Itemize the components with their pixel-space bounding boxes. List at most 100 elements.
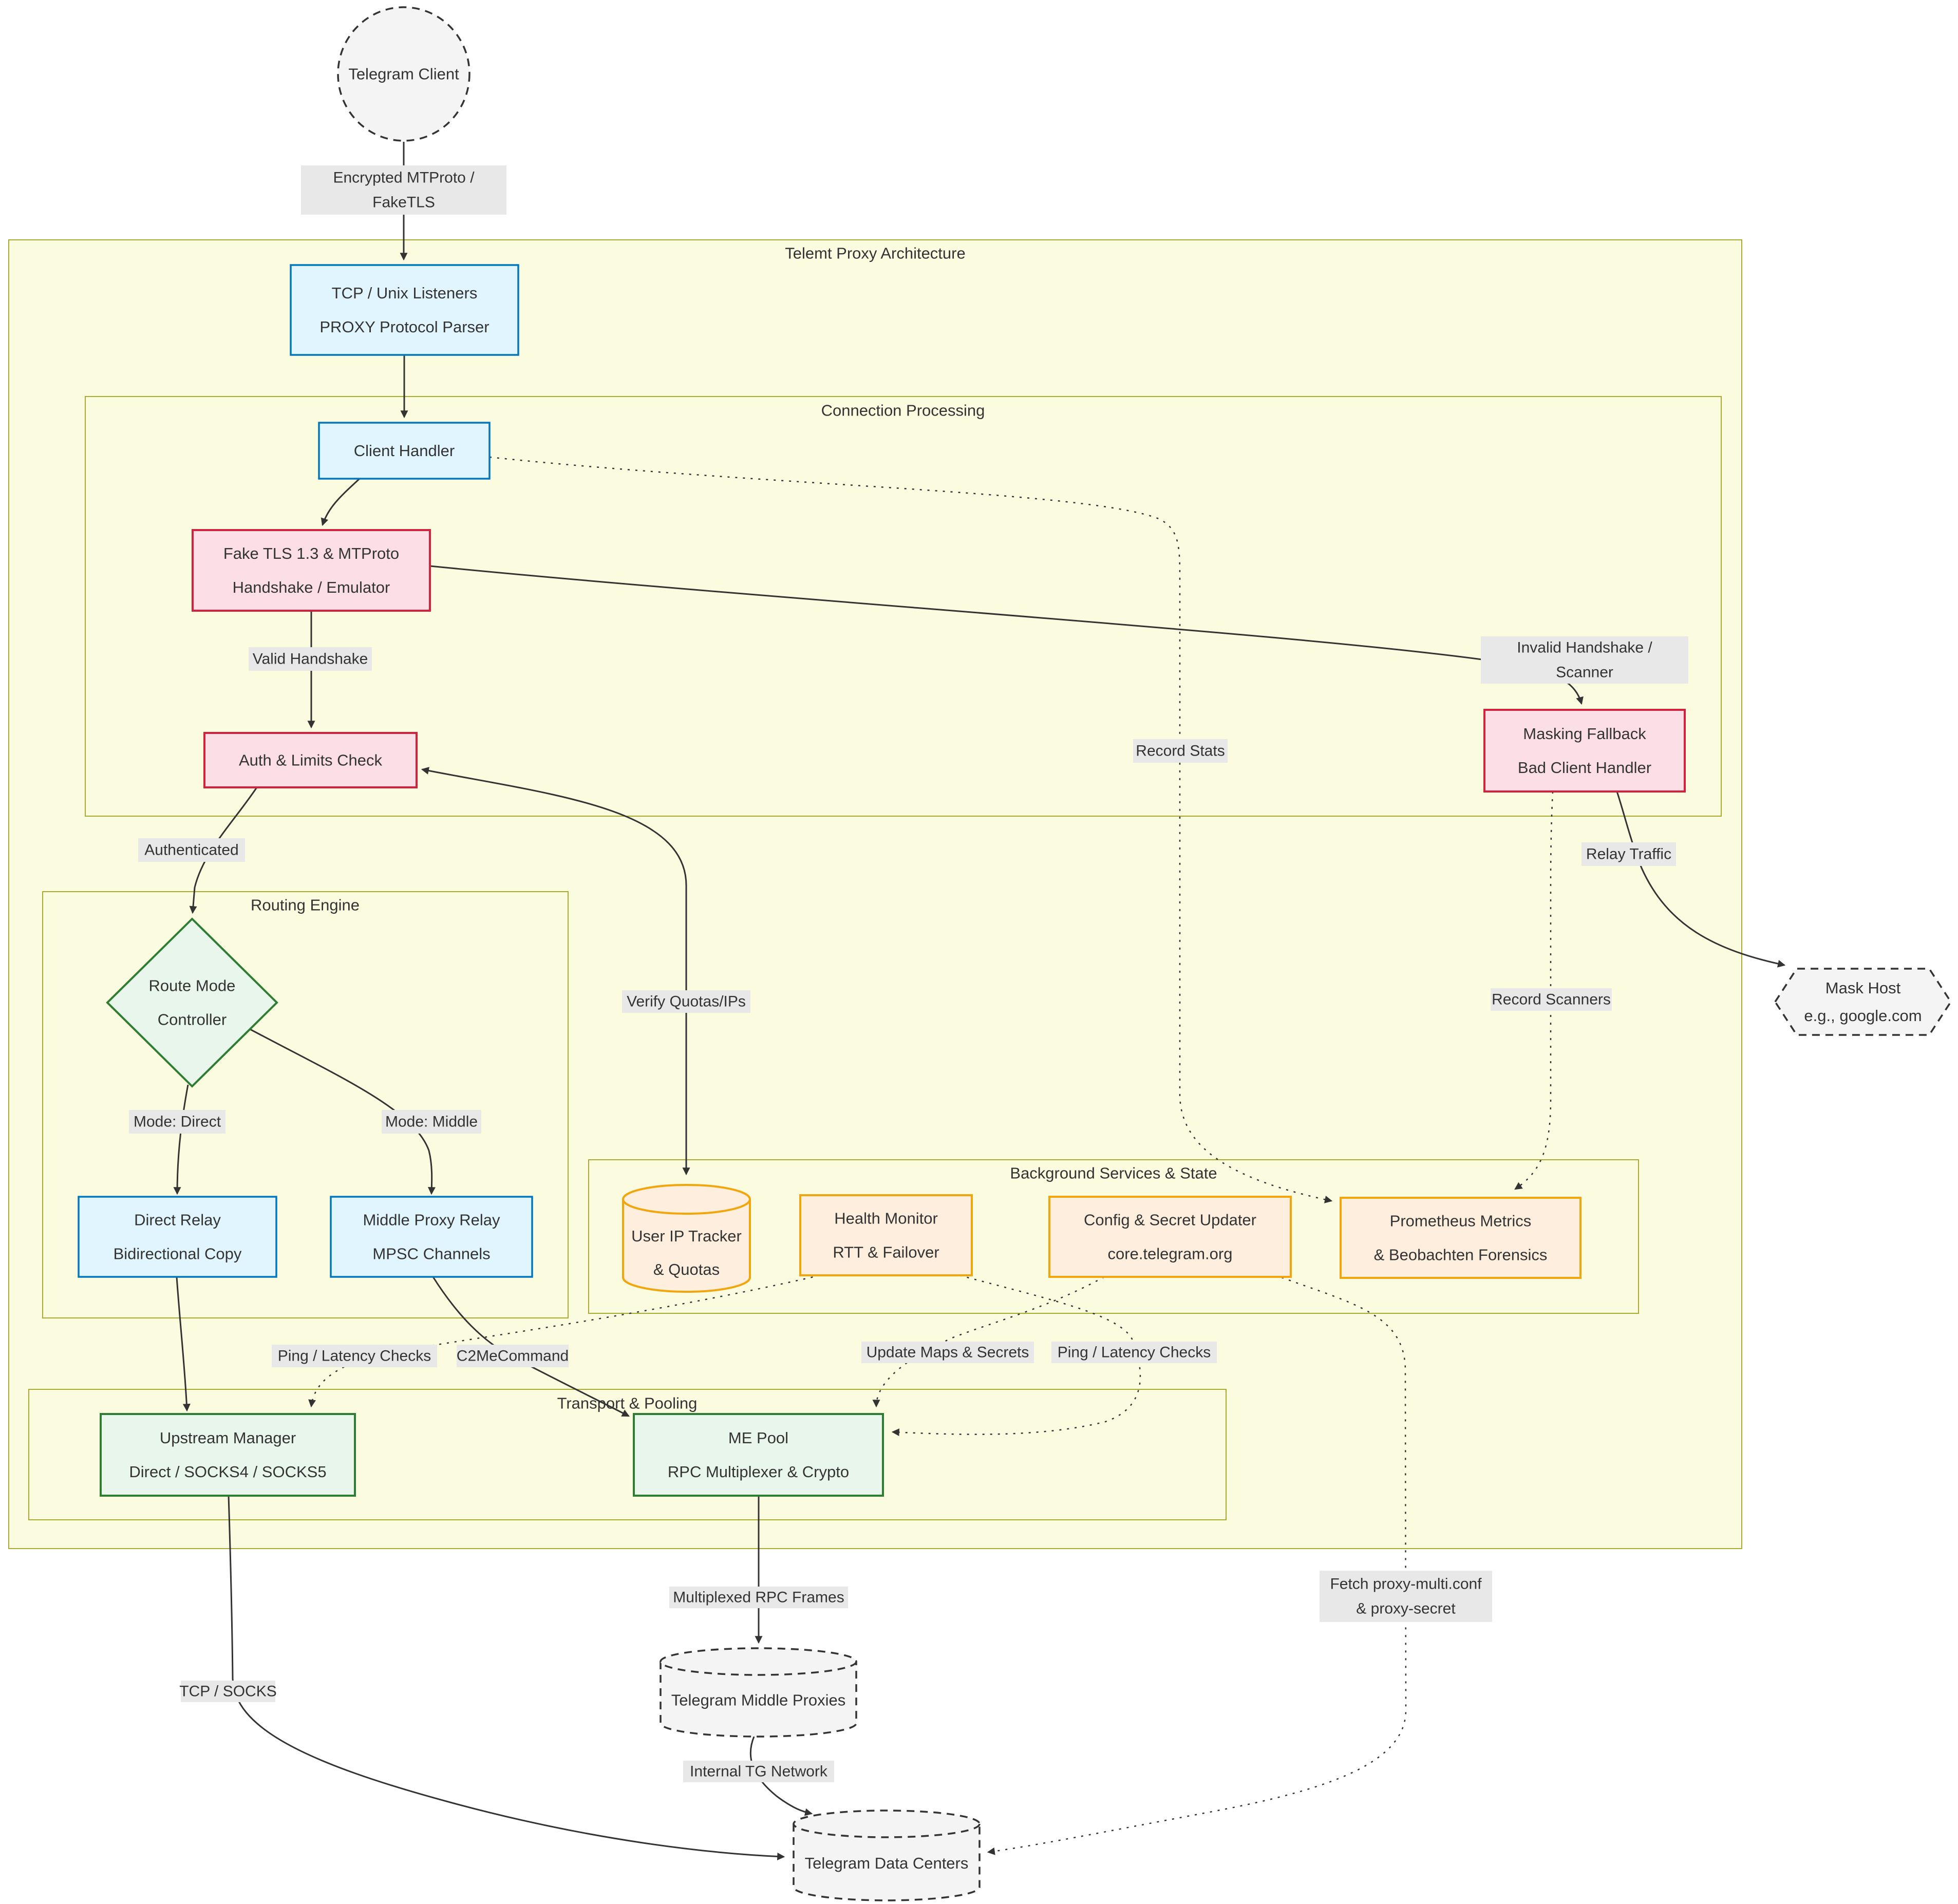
edge-label-mode-middle: Mode: Middle <box>382 1110 481 1134</box>
node-prometheus-metrics: Prometheus Metrics& Beobachten Forensics <box>1340 1197 1582 1279</box>
edge-label-invalid-handshake-line1: Invalid Handshake / <box>1517 639 1652 656</box>
edge-label-invalid-handshake: Invalid Handshake / Scanner <box>1481 636 1688 684</box>
edge-label-verify-quotas-ips: Verify Quotas/IPs <box>622 990 750 1013</box>
node-telegram-middle-proxies-body <box>660 1662 857 1738</box>
node-user-ip-tracker-label-line1: User IP Tracker <box>631 1227 742 1245</box>
edge-upstream-manager-to-data-centers <box>228 1495 785 1860</box>
edge-label-authenticated-bg <box>138 838 245 862</box>
edge-label-authenticated: Authenticated <box>138 838 245 862</box>
edge-masking-fallback-to-prometheus <box>1514 791 1554 1190</box>
edge-client-handler-to-handshake <box>321 478 361 526</box>
edge-label-mode-direct-line1: Mode: Direct <box>134 1114 221 1130</box>
node-config-secret-updater-shape <box>1048 1196 1292 1278</box>
node-telegram-data-centers-top <box>793 1809 981 1838</box>
node-telegram-middle-proxies-top <box>660 1647 857 1676</box>
edge-label-record-scanners-line1: Record Scanners <box>1492 991 1611 1008</box>
edge-label-ping-latency-checks-2: Ping / Latency Checks <box>1051 1342 1217 1363</box>
node-user-ip-tracker-top <box>622 1184 751 1215</box>
edge-label-relay-traffic-bg <box>1582 842 1676 866</box>
edge-label-update-maps-secrets-bg <box>861 1342 1034 1363</box>
node-me-pool-shape <box>633 1413 884 1497</box>
node-middle-proxy-relay-shape <box>330 1196 533 1278</box>
node-route-mode-controller-shape <box>106 917 278 1088</box>
edge-label-mode-direct: Mode: Direct <box>129 1110 225 1134</box>
node-tcp-unix-listeners-label-line1: TCP / Unix Listeners <box>332 284 478 302</box>
node-upstream-manager-shape <box>100 1413 356 1497</box>
edge-label-update-maps-secrets: Update Maps & Secrets <box>861 1342 1034 1363</box>
node-client-handler-label-line1: Client Handler <box>354 442 455 460</box>
node-direct-relay-shape <box>78 1196 277 1278</box>
edge-label-multiplexed-rpc-frames: Multiplexed RPC Frames <box>669 1587 848 1608</box>
node-telegram-data-centers: Telegram Data Centers <box>793 1809 981 1901</box>
node-prometheus-metrics-label-line1: Prometheus Metrics <box>1390 1212 1532 1230</box>
node-telegram-client-shape <box>337 6 470 142</box>
node-user-ip-tracker-body <box>622 1199 751 1293</box>
node-route-mode-controller-label-line1: Route Mode <box>149 977 236 995</box>
node-telegram-data-centers-body <box>793 1824 981 1901</box>
edge-label-ping-latency-checks-2-line1: Ping / Latency Checks <box>1058 1344 1211 1361</box>
edge-label-invalid-handshake-bg <box>1481 636 1688 684</box>
container-connection-processing-title: Connection Processing <box>821 402 985 420</box>
edge-config-updater-to-data-centers <box>987 1276 1407 1855</box>
edge-label-mode-direct-bg <box>129 1110 225 1134</box>
edge-health-monitor-to-me-pool <box>891 1274 1141 1437</box>
node-direct-relay-label-line2: Bidirectional Copy <box>114 1245 242 1263</box>
edge-label-relay-traffic-line1: Relay Traffic <box>1586 846 1671 863</box>
edge-label-verify-quotas-ips-line1: Verify Quotas/IPs <box>627 993 746 1010</box>
node-health-monitor-label-line1: Health Monitor <box>834 1210 938 1228</box>
node-me-pool-label-line2: RPC Multiplexer & Crypto <box>668 1463 849 1481</box>
container-routing-engine-title: Routing Engine <box>251 896 360 914</box>
edge-label-authenticated-line1: Authenticated <box>144 842 238 859</box>
node-route-mode-controller-label-line2: Controller <box>158 1011 227 1029</box>
edge-direct-relay-to-upstream-manager <box>176 1276 191 1412</box>
edge-label-multiplexed-rpc-frames-line1: Multiplexed RPC Frames <box>673 1589 844 1606</box>
edge-label-c2mecommand-bg <box>457 1345 569 1367</box>
edge-label-relay-traffic: Relay Traffic <box>1582 842 1676 866</box>
edge-masking-fallback-to-mask-host <box>1616 791 1786 968</box>
node-auth-limits-check: Auth & Limits Check <box>203 732 418 788</box>
node-fake-tls-handshake-label-line2: Handshake / Emulator <box>233 578 390 596</box>
edge-label-fetch-proxy-conf-line1: Fetch proxy-multi.conf <box>1330 1576 1482 1593</box>
node-middle-proxy-relay-label-line1: Middle Proxy Relay <box>363 1211 500 1229</box>
node-auth-limits-check-shape <box>203 732 418 788</box>
edge-label-encrypted-mtproto: Encrypted MTProto /FakeTLS <box>301 165 506 215</box>
edge-label-record-scanners-bg <box>1491 988 1612 1011</box>
edge-label-ping-latency-checks-1-line1: Ping / Latency Checks <box>278 1348 431 1365</box>
edge-label-record-stats-bg <box>1133 739 1228 763</box>
edge-label-fetch-proxy-conf-bg <box>1320 1571 1492 1622</box>
edge-label-c2mecommand: C2MeCommand <box>457 1345 569 1367</box>
node-mask-host-label-line1: Mask Host <box>1825 979 1901 997</box>
edge-label-record-scanners: Record Scanners <box>1491 988 1612 1011</box>
node-config-secret-updater-label-line1: Config & Secret Updater <box>1084 1211 1256 1229</box>
node-mask-host-shape <box>1774 968 1952 1036</box>
node-me-pool-label-line1: ME Pool <box>728 1429 788 1447</box>
edge-label-record-stats: Record Stats <box>1133 739 1228 763</box>
node-tcp-unix-listeners-label-line2: PROXY Protocol Parser <box>319 318 489 336</box>
edge-label-fetch-proxy-conf-line2: & proxy-secret <box>1356 1600 1456 1617</box>
node-user-ip-tracker: User IP Tracker& Quotas <box>622 1184 751 1293</box>
node-telegram-middle-proxies-label-line1: Telegram Middle Proxies <box>671 1691 845 1709</box>
container-background-services-state-title: Background Services & State <box>1010 1164 1217 1182</box>
edge-label-multiplexed-rpc-frames-bg <box>669 1587 848 1608</box>
node-telegram-client: Telegram Client <box>337 6 470 142</box>
edge-label-c2mecommand-line1: C2MeCommand <box>457 1348 569 1365</box>
edge-middle-proxies-to-data-centers <box>749 1736 813 1816</box>
edge-label-record-stats-line1: Record Stats <box>1136 743 1225 760</box>
node-direct-relay-label-line1: Direct Relay <box>134 1211 221 1229</box>
edge-label-verify-quotas-ips-bg <box>622 990 750 1013</box>
edge-label-internal-tg-network-bg <box>683 1761 834 1782</box>
edge-label-invalid-handshake-line2: Scanner <box>1556 664 1613 681</box>
node-telegram-data-centers-label-line1: Telegram Data Centers <box>805 1854 969 1872</box>
edge-label-encrypted-mtproto-line1: Encrypted MTProto / <box>333 169 475 186</box>
